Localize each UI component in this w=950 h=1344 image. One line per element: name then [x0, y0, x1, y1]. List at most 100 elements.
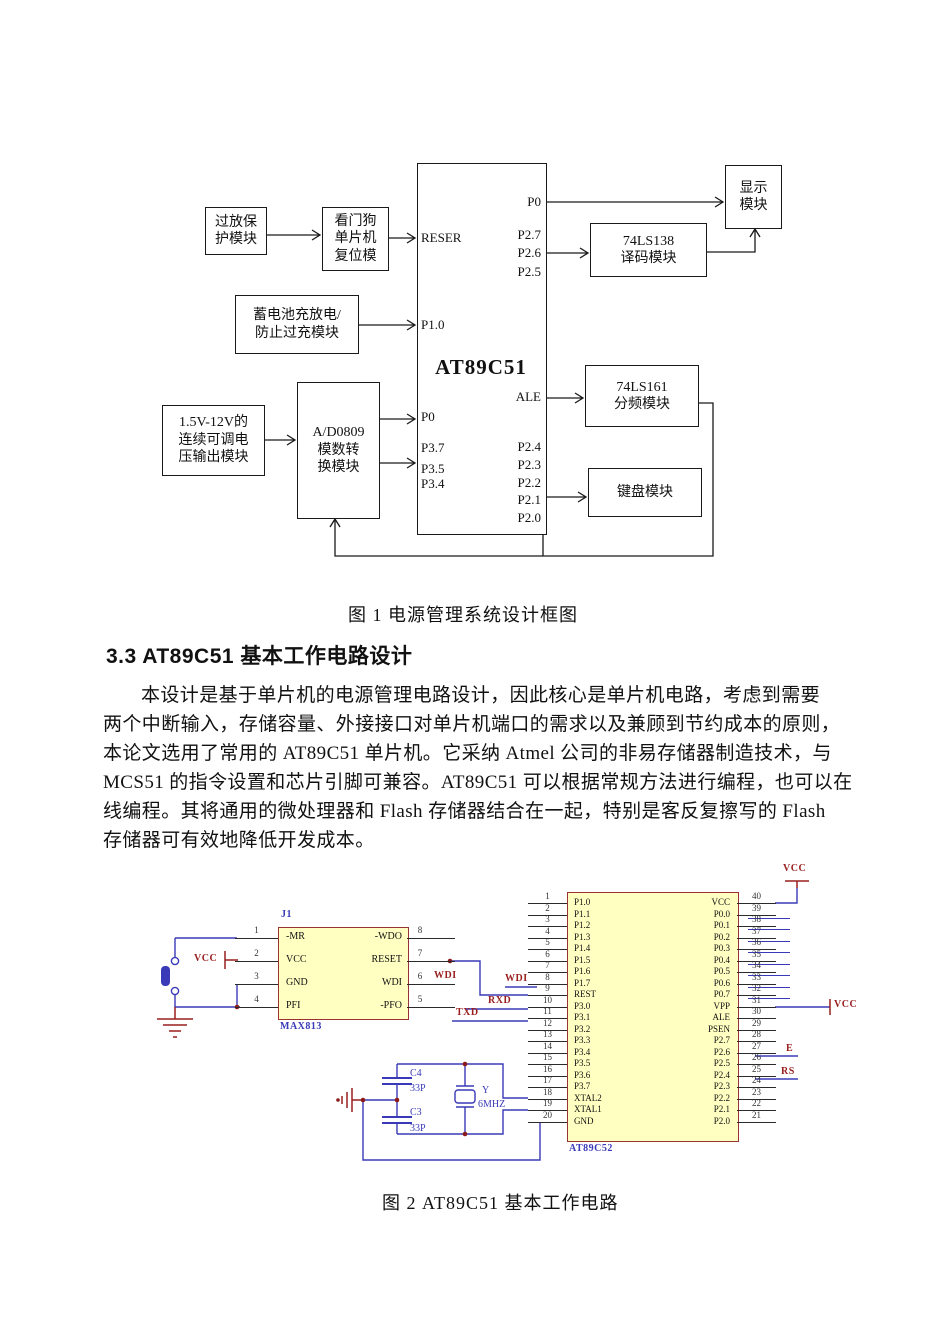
pin-number: 19: [543, 1098, 552, 1108]
f1-pin-p2-3: P2.3: [517, 457, 541, 472]
pin-name: P2.7: [713, 1035, 730, 1045]
pin-name: -WDO: [374, 931, 402, 942]
f1-pin-p2-1: P2.1: [517, 492, 541, 507]
pin-stub: [407, 938, 455, 939]
pin-name: P3.4: [574, 1046, 591, 1057]
paragraph-line: 本设计是基于单片机的电源管理电路设计，因此核心是单片机电路，考虑到需要: [141, 685, 821, 706]
pin-number: 38: [752, 914, 761, 924]
pin-stub: [528, 1087, 567, 1088]
pin-stub: [528, 903, 567, 904]
at89c52-chip: [567, 892, 739, 1142]
f1-pin-p2-2: P2.2: [517, 475, 541, 490]
block-battery-charge: 蓄电池充放电/ 防止过充模块: [235, 295, 359, 354]
cap-c3-ref: C3: [410, 1107, 422, 1118]
pin-number: 30: [752, 1006, 761, 1016]
pin-name: P2.4: [713, 1069, 730, 1080]
pin-name: P0.2: [713, 931, 730, 942]
pin-stub: [407, 984, 455, 985]
pin-stub: [235, 961, 278, 962]
section-heading: 3.3 AT89C51 基本工作电路设计: [106, 645, 413, 668]
pin-name: P3.6: [574, 1069, 591, 1080]
pin-number: 31: [752, 994, 761, 1005]
wire-stub: [748, 963, 790, 965]
figure2-caption: 图 2 AT89C51 基本工作电路: [382, 1193, 619, 1213]
pin-name: XTAL2: [574, 1092, 602, 1103]
block-watchdog-reset: 看门狗 单片机 复位模: [322, 207, 389, 271]
pin-name: PFI: [286, 1000, 301, 1011]
pin-number: 5: [417, 994, 423, 1004]
net-txd: TXD: [456, 1007, 479, 1018]
net-rxd: RXD: [488, 995, 512, 1006]
pin-stub: [528, 937, 567, 939]
pin-stub: [235, 938, 278, 939]
pin-stub: [528, 1121, 567, 1123]
pin-name: P3.5: [574, 1058, 591, 1068]
at89c51-title: AT89C51: [435, 355, 527, 379]
pin-name: P3.3: [574, 1035, 591, 1045]
pin-name: P3.0: [574, 1000, 591, 1011]
pin-number: 28: [752, 1029, 761, 1039]
pin-name: P1.7: [574, 977, 591, 988]
pin-stub: [528, 1018, 567, 1019]
wire-stub: [748, 986, 790, 988]
pin-stub: [528, 983, 567, 985]
block-74ls138-decoder: 74LS138 译码模块: [590, 223, 707, 277]
pin-number: 35: [752, 948, 761, 959]
net-vcc-top: VCC: [783, 863, 807, 874]
pin-number: 10: [543, 994, 552, 1005]
pin-stub: [737, 1041, 776, 1042]
net-e: E: [786, 1043, 794, 1054]
pin-number: 29: [752, 1017, 761, 1028]
net-rs: RS: [781, 1066, 795, 1077]
pin-number: 5: [545, 937, 550, 947]
net-vcc-left: VCC: [194, 953, 218, 964]
f1-pin-p3-5: P3.5: [421, 461, 445, 476]
pin-stub: [235, 984, 278, 985]
pin-stub: [528, 1041, 567, 1042]
pin-stub: [528, 1052, 567, 1054]
pin-name: P0.1: [713, 920, 730, 930]
pin-number: 1: [254, 925, 259, 935]
pin-stub: [737, 1029, 776, 1031]
pin-stub: [737, 972, 776, 973]
wire-stub: [748, 940, 790, 942]
pin-stub: [737, 1098, 776, 1100]
block-label: 过放保 护模块: [215, 214, 257, 248]
pin-stub: [737, 926, 776, 927]
pin-number: 26: [752, 1052, 761, 1062]
block-label: 看门狗 单片机 复位模: [334, 213, 377, 264]
pin-number: 18: [543, 1086, 552, 1097]
pin-number: 8: [545, 971, 550, 982]
pin-number: 39: [752, 902, 761, 913]
f1-pin-ale: ALE: [515, 389, 541, 404]
pin-name: GND: [574, 1115, 594, 1126]
pin-number: 37: [752, 925, 761, 936]
pin-number: 22: [752, 1098, 761, 1108]
net-wdi-max: WDI: [434, 970, 457, 981]
pin-name: P2.6: [713, 1046, 730, 1057]
block-label: 蓄电池充放电/ 防止过充模块: [253, 308, 341, 341]
pin-name: GND: [286, 977, 308, 988]
pin-name: P0.4: [713, 954, 730, 965]
figure1-caption: 图 1 电源管理系统设计框图: [348, 605, 578, 625]
pin-name: RESET: [371, 954, 402, 965]
pin-stub: [528, 1064, 567, 1065]
paragraph-line: MCS51 的指令设置和芯片引脚可兼容。AT89C51 可以根据常规方法进行编程…: [103, 772, 853, 793]
cap-c3-value: 33P: [410, 1123, 426, 1134]
pin-number: 1: [545, 891, 550, 901]
pin-number: 40: [752, 891, 761, 901]
pin-number: 21: [752, 1109, 761, 1120]
at89c52-part-label: AT89C52: [569, 1143, 613, 1154]
f1-pin-p1-0: P1.0: [421, 317, 445, 332]
pin-name: ALE: [712, 1012, 731, 1022]
pin-stub: [737, 903, 776, 904]
pin-name: P0.3: [713, 943, 730, 953]
pin-name: P0.0: [713, 908, 730, 919]
pin-number: 13: [543, 1029, 552, 1039]
pin-stub: [737, 983, 776, 985]
max813-part-label: MAX813: [280, 1021, 322, 1032]
block-label: 键盘模块: [617, 484, 673, 500]
pin-stub: [737, 949, 776, 950]
pin-stub: [737, 1121, 776, 1123]
xtal-ref: Y: [482, 1085, 490, 1096]
